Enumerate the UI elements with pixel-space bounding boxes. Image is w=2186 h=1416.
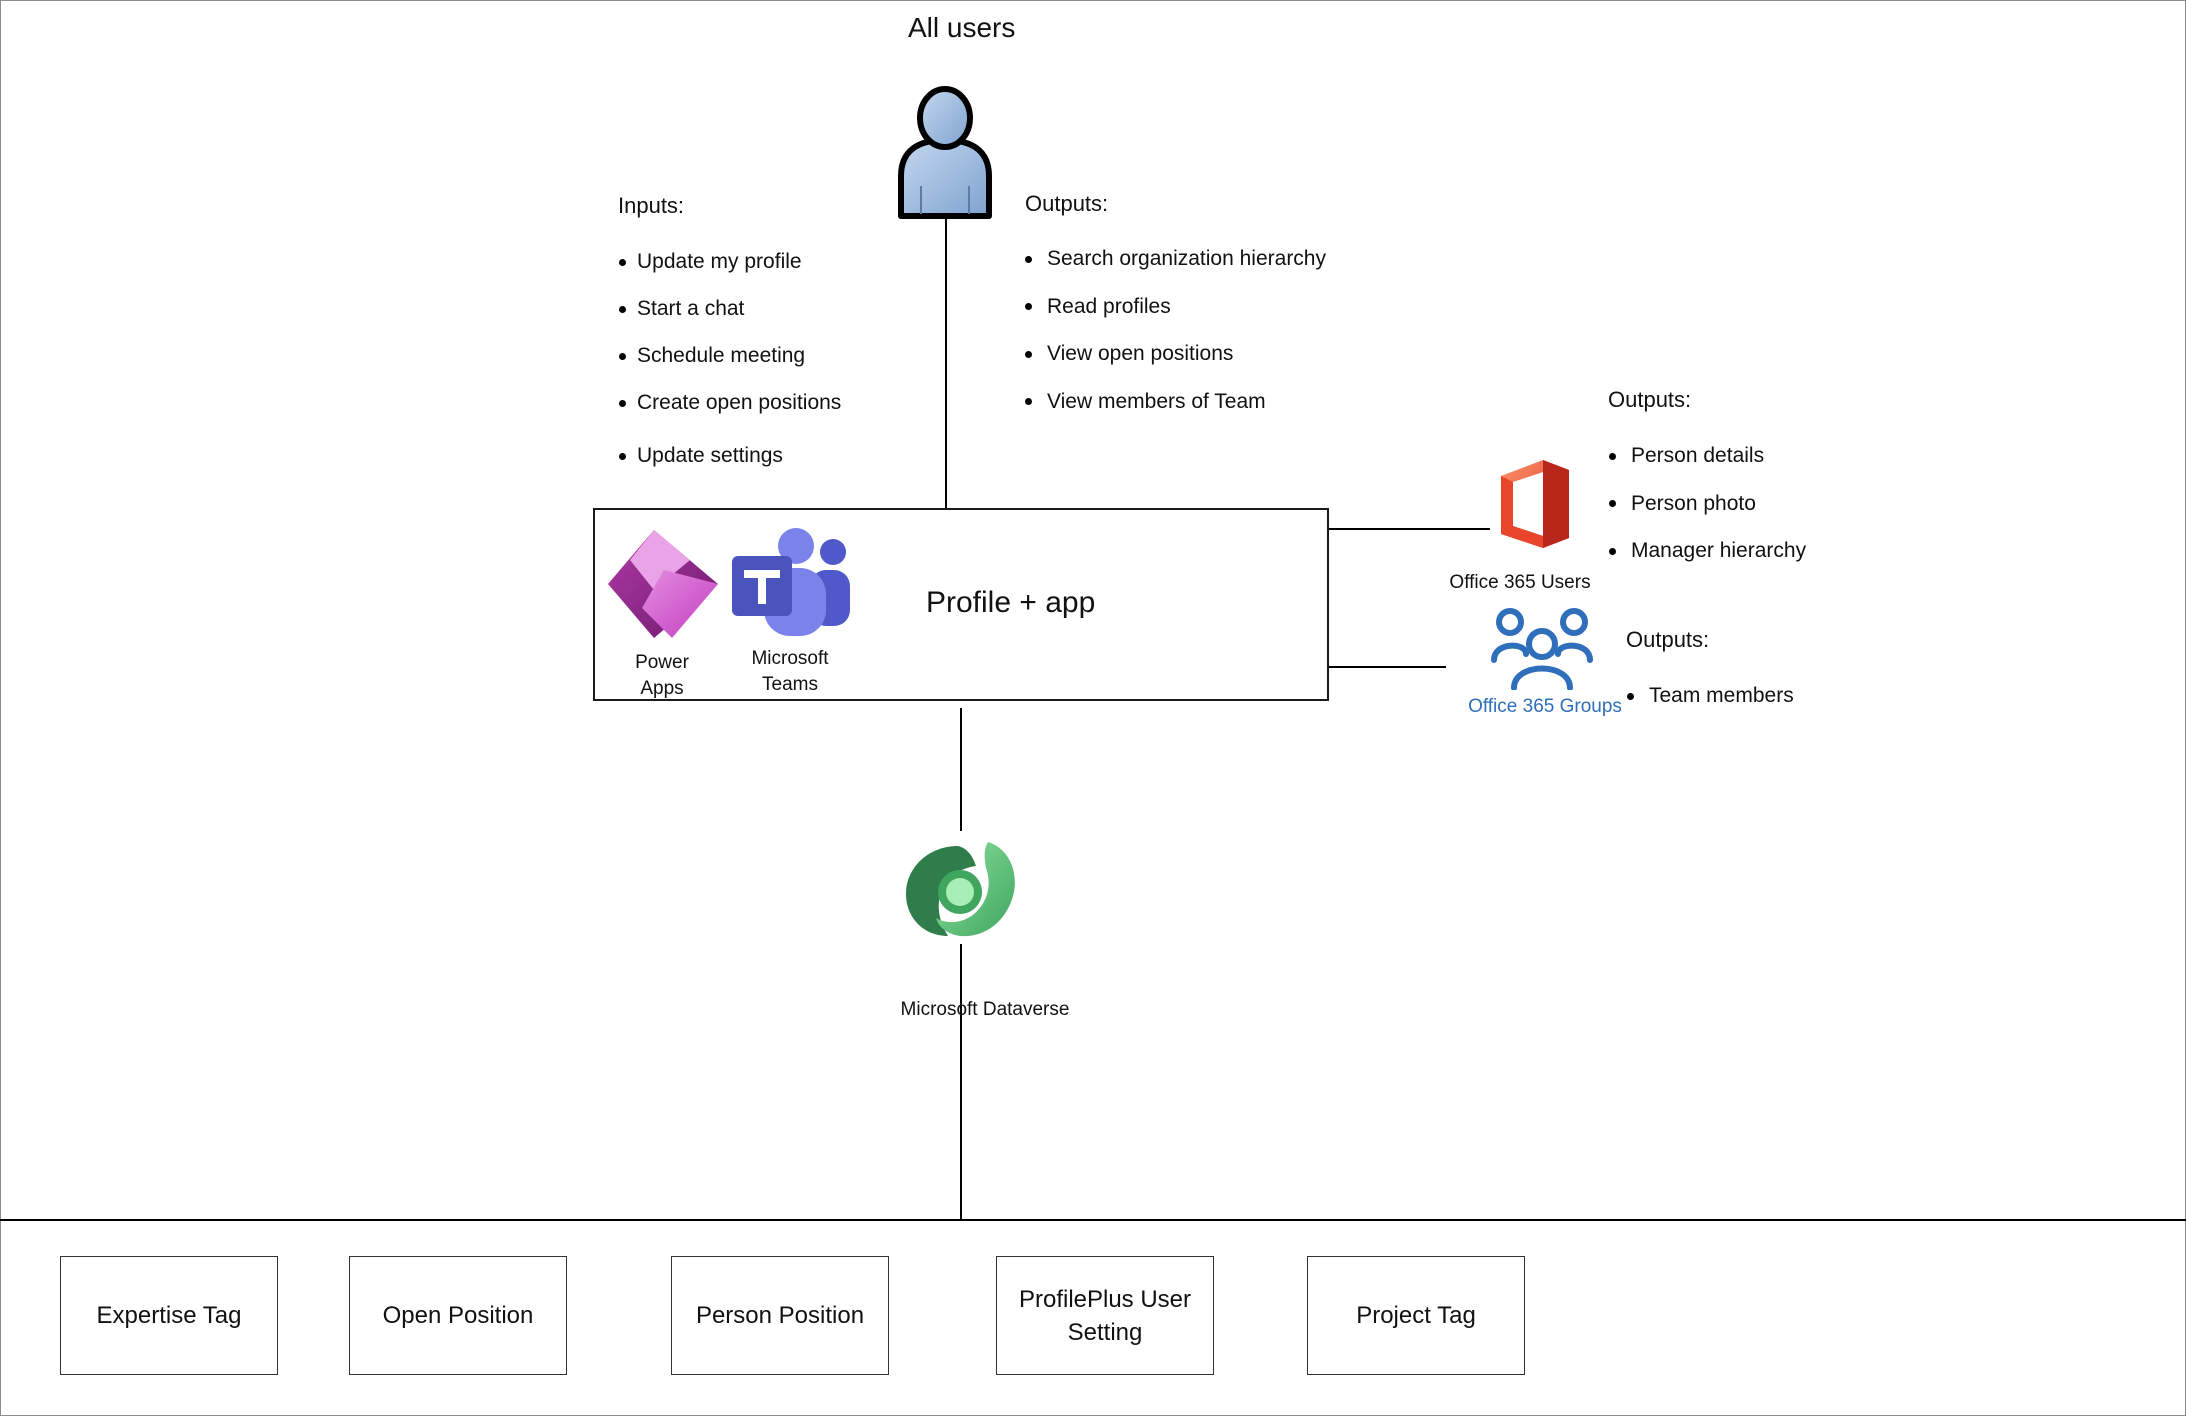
groups-outputs-header: Outputs: (1626, 627, 1710, 652)
office-groups-label: Office 365 Groups (1468, 696, 1622, 717)
list-item: Manager hierarchy (1609, 527, 1806, 575)
power-apps-label: Power Apps (635, 652, 689, 699)
user-outputs-header: Outputs: (1025, 191, 1109, 216)
office-users-label: Office 365 Users (1449, 572, 1591, 593)
table-profileplus-user-setting: ProfilePlus User Setting (996, 1256, 1214, 1375)
groups-outputs-list: Team members (1627, 672, 1794, 719)
table-expertise-tag: Expertise Tag (60, 1256, 278, 1375)
list-item: Create open positions (619, 379, 841, 426)
profile-app-box (593, 508, 1329, 701)
groups-icon (1491, 608, 1593, 690)
table-person-position: Person Position (671, 1256, 889, 1375)
user-icon (898, 86, 992, 219)
table-open-position: Open Position (349, 1256, 567, 1375)
list-item: Update settings (619, 432, 841, 479)
list-item: Person details (1609, 432, 1806, 480)
all-users-title: All users (908, 12, 1016, 43)
list-item: Start a chat (619, 285, 841, 332)
app-title: Profile + app (926, 586, 1096, 619)
list-item: View members of Team (1025, 378, 1326, 426)
list-item: Read profiles (1025, 283, 1326, 331)
inputs-list: Update my profile Start a chat Schedule … (619, 238, 841, 479)
dataverse-label: Microsoft Dataverse (900, 999, 1070, 1020)
table-project-tag: Project Tag (1307, 1256, 1525, 1375)
office-outputs-list: Person details Person photo Manager hier… (1609, 432, 1806, 575)
list-item: Search organization hierarchy (1025, 235, 1326, 283)
office-icon (1501, 460, 1569, 548)
office-outputs-header: Outputs: (1608, 387, 1692, 412)
list-item: Update my profile (619, 238, 841, 285)
list-item: Team members (1627, 672, 1794, 719)
teams-icon (732, 528, 850, 636)
list-item: Person photo (1609, 480, 1806, 528)
user-outputs-list: Search organization hierarchy Read profi… (1025, 235, 1326, 425)
teams-label: Microsoft Teams (751, 648, 829, 695)
power-apps-icon (608, 530, 718, 638)
list-item: View open positions (1025, 330, 1326, 378)
dataverse-icon (906, 842, 1015, 937)
inputs-header: Inputs: (618, 193, 685, 218)
list-item: Schedule meeting (619, 332, 841, 379)
